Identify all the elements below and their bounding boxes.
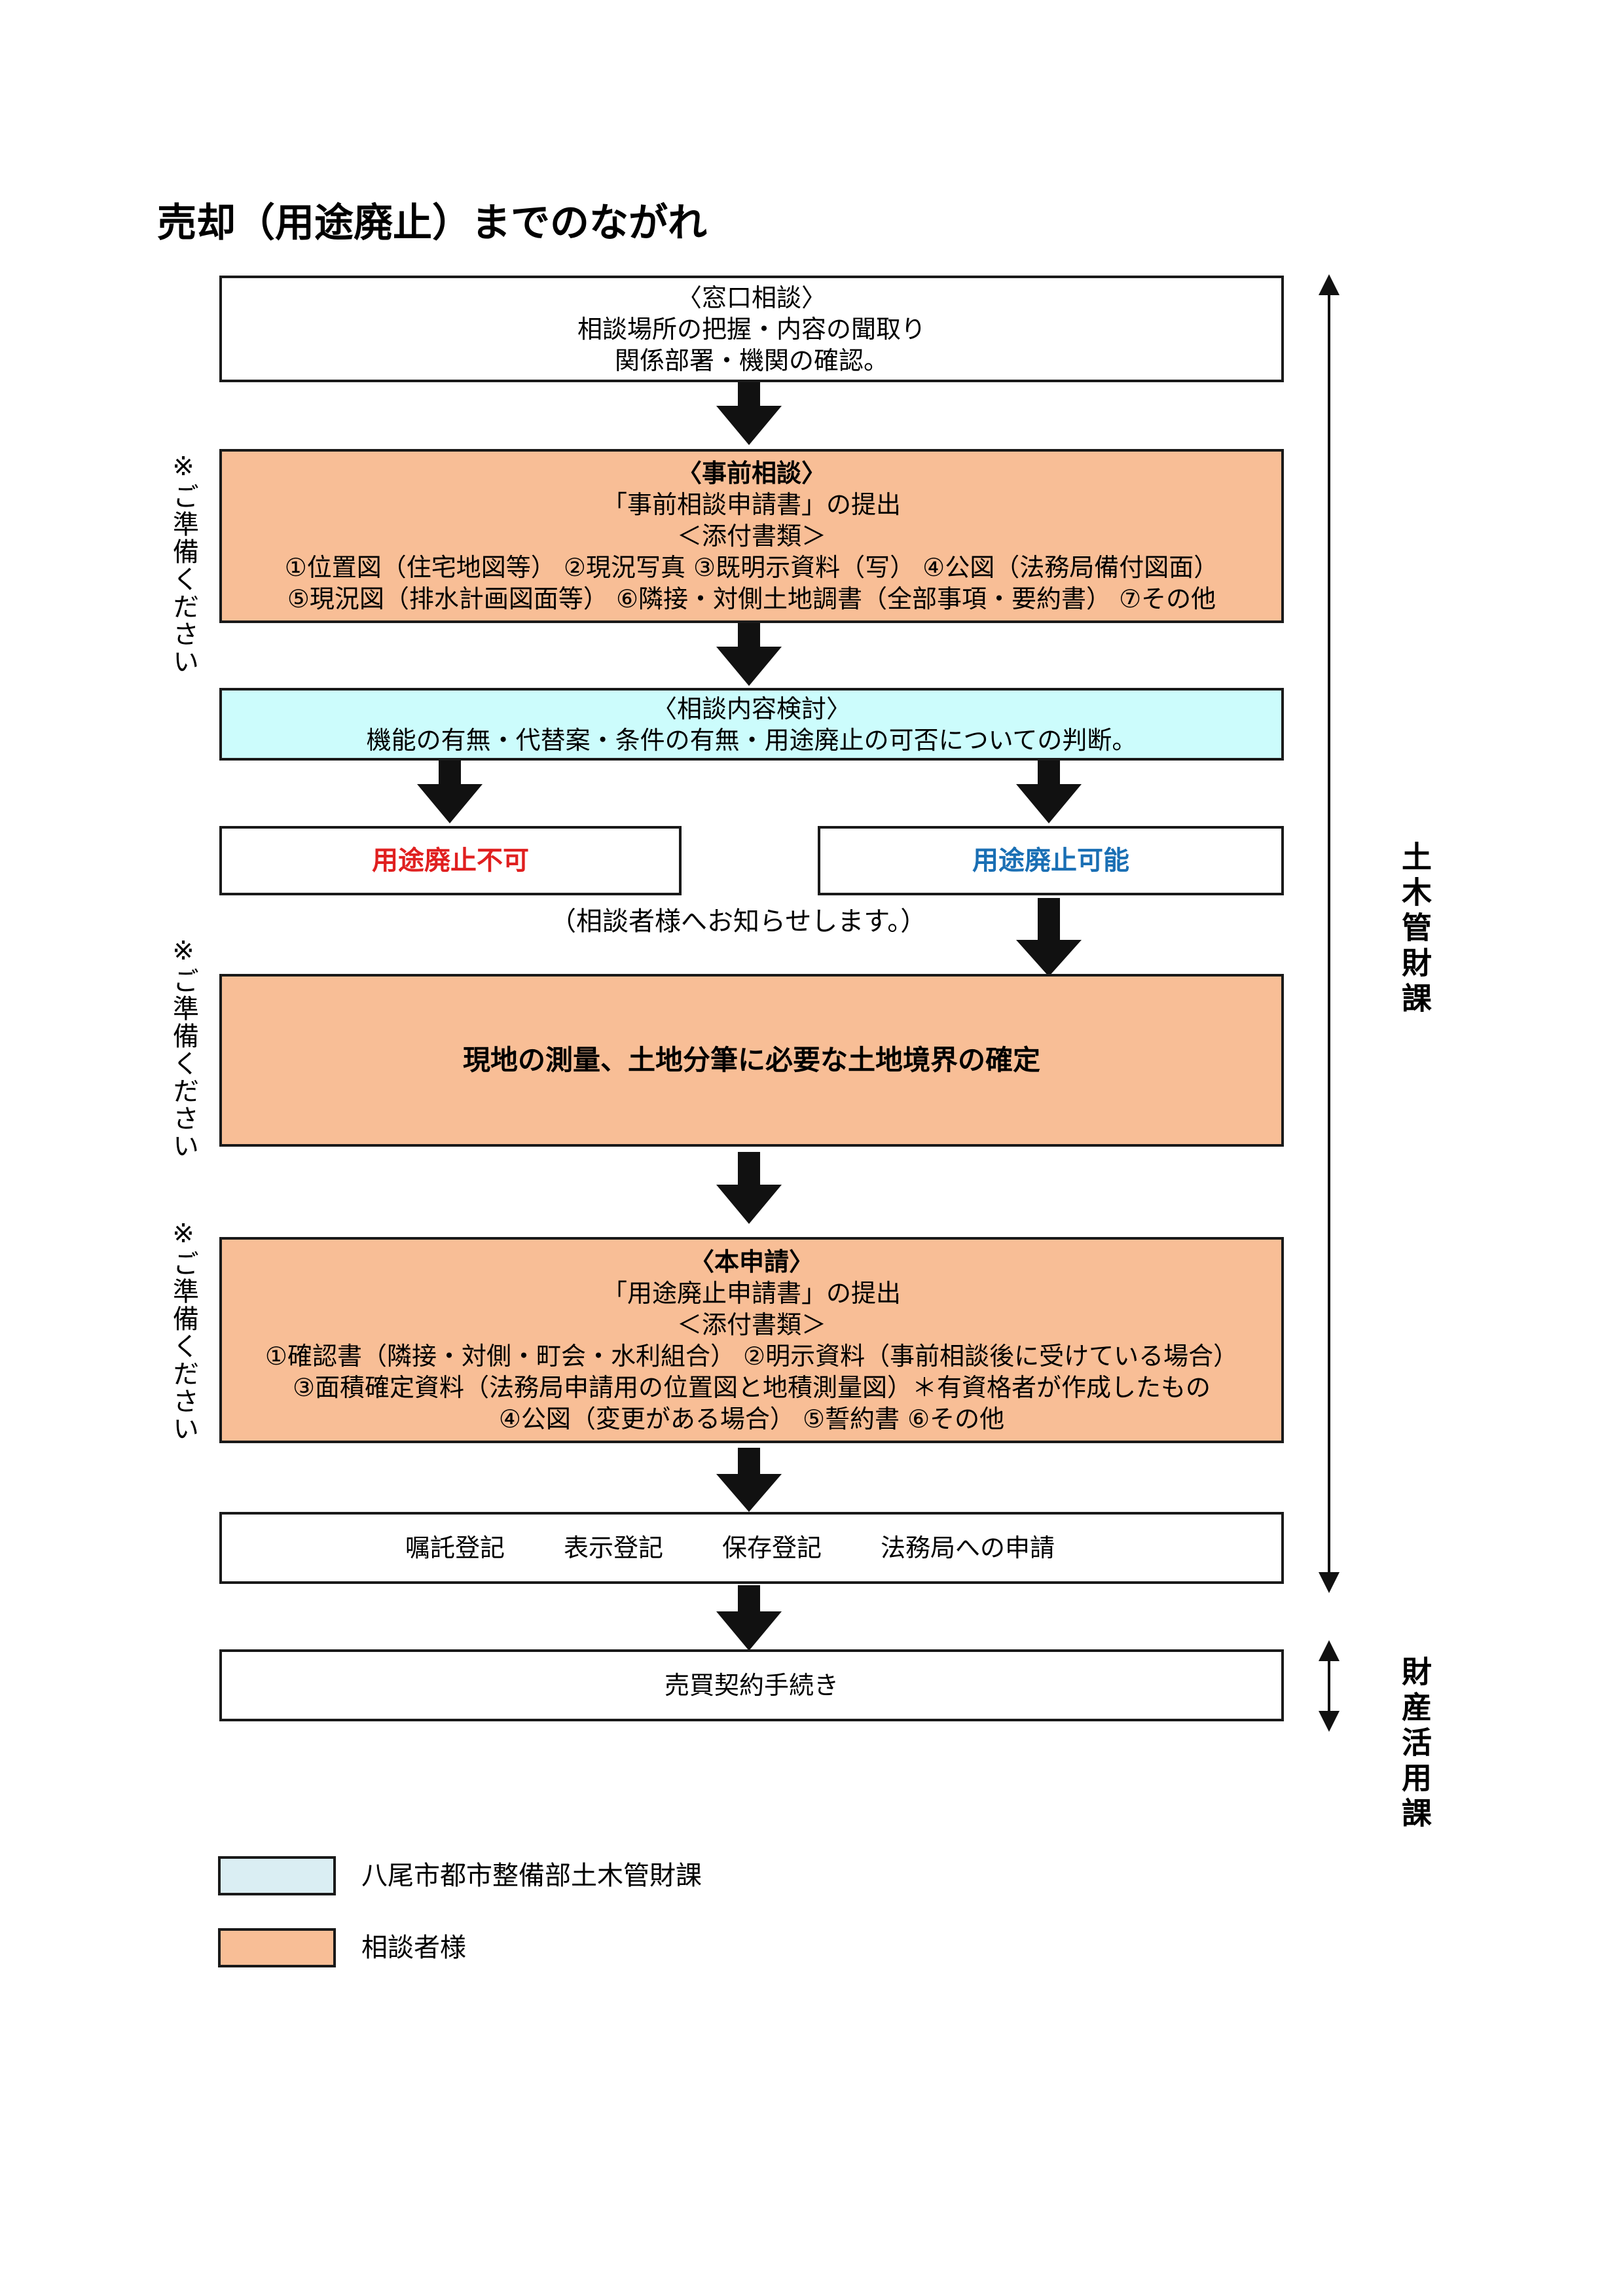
prepare-note-1: ※ご準備ください (168, 452, 198, 675)
step-madoguchi-line-2: 関係部署・機関の確認。 (614, 346, 888, 375)
step-sokuryou: 現地の測量、土地分筆に必要な土地境界の確定 (219, 974, 1284, 1147)
step-jizen-line-4: ⑤現況図（排水計画図面等） ⑥隣接・対側土地調書（全部事項・要約書） ⑦その他 (287, 584, 1216, 613)
arrow-6 (716, 1448, 782, 1512)
step-jizen: 〈事前相談〉 「事前相談申請書」の提出 ＜添付書類＞ ①位置図（住宅地図等） ②… (219, 449, 1284, 623)
step-jizen-line-1: 「事前相談申請書」の提出 (602, 490, 901, 519)
step-honshinsei-heading: 〈本申請〉 (689, 1247, 814, 1276)
step-sokuryou-label: 現地の測量、土地分筆に必要な土地境界の確定 (462, 1044, 1040, 1076)
legend-swatch-soudansha (218, 1928, 336, 1967)
step-madoguchi-line-1: 相談場所の把握・内容の聞取り (577, 314, 926, 344)
step-honshinsei-line-1: 「用途廃止申請書」の提出 (602, 1278, 901, 1308)
arrow-1 (716, 381, 782, 445)
arrow-4 (1016, 898, 1082, 977)
notice-text: （相談者様へお知らせします。） (550, 906, 927, 937)
arrow-3b (1016, 759, 1082, 823)
step-kentou: 〈相談内容検討〉 機能の有無・代替案・条件の有無・用途廃止の可否についての判断。 (219, 688, 1284, 761)
step-kanou-label: 用途廃止可能 (972, 846, 1129, 876)
step-fuka: 用途廃止不可 (219, 826, 682, 895)
step-keiyaku-label: 売買契約手続き (664, 1671, 839, 1700)
step-jizen-line-3: ①位置図（住宅地図等） ②現況写真 ③既明示資料（写） ④公図（法務局備付図面） (284, 553, 1219, 582)
step-honshinsei-line-4: ③面積確定資料（法務局申請用の位置図と地積測量図）＊有資格者が作成したもの (292, 1372, 1211, 1402)
step-honshinsei-line-3: ①確認書（隣接・対側・町会・水利組合） ②明示資料（事前相談後に受けている場合） (264, 1341, 1239, 1371)
arrow-5 (716, 1152, 782, 1224)
step-honshinsei-line-5: ④公図（変更がある場合） ⑤誓約書 ⑥その他 (498, 1404, 1005, 1433)
legend-label-soudansha: 相談者様 (361, 1933, 466, 1963)
step-madoguchi-heading: 〈窓口相談〉 (676, 283, 826, 312)
prepare-note-3: ※ご準備ください (168, 1219, 198, 1443)
step-jizen-heading: 〈事前相談〉 (676, 459, 826, 488)
legend-label-doboku: 八尾市都市整備部土木管財課 (361, 1861, 702, 1891)
dept-doboku: 土木管財課 (1397, 841, 1432, 1018)
arrow-2 (716, 622, 782, 686)
step-kanou: 用途廃止可能 (818, 826, 1284, 895)
arrow-7 (716, 1585, 782, 1651)
prepare-note-2: ※ご準備ください (168, 936, 198, 1160)
step-keiyaku: 売買契約手続き (219, 1649, 1284, 1721)
step-honshinsei: 〈本申請〉 「用途廃止申請書」の提出 ＜添付書類＞ ①確認書（隣接・対側・町会・… (219, 1237, 1284, 1443)
step-honshinsei-line-2: ＜添付書類＞ (676, 1310, 826, 1339)
touki-item-2: 表示登記 (564, 1534, 664, 1562)
arrow-3a (417, 759, 483, 823)
step-touki: 嘱託登記 表示登記 保存登記 法務局への申請 (219, 1512, 1284, 1584)
touki-item-4: 法務局への申請 (881, 1534, 1055, 1562)
step-kentou-heading: 〈相談内容検討〉 (651, 694, 851, 723)
touki-item-1: 嘱託登記 (405, 1534, 505, 1562)
step-fuka-label: 用途廃止不可 (372, 846, 529, 876)
legend-swatch-doboku (218, 1856, 336, 1895)
step-jizen-line-2: ＜添付書類＞ (676, 522, 826, 550)
down-arrows (417, 381, 1082, 1651)
step-kentou-line-1: 機能の有無・代替案・条件の有無・用途廃止の可否についての判断。 (366, 725, 1137, 755)
dept-zaisan: 財産活用課 (1397, 1656, 1432, 1833)
step-madoguchi: 〈窓口相談〉 相談場所の把握・内容の聞取り 関係部署・機関の確認。 (219, 276, 1284, 382)
touki-item-3: 保存登記 (722, 1534, 822, 1562)
page-title: 売却（用途廃止）までのながれ (157, 200, 707, 246)
